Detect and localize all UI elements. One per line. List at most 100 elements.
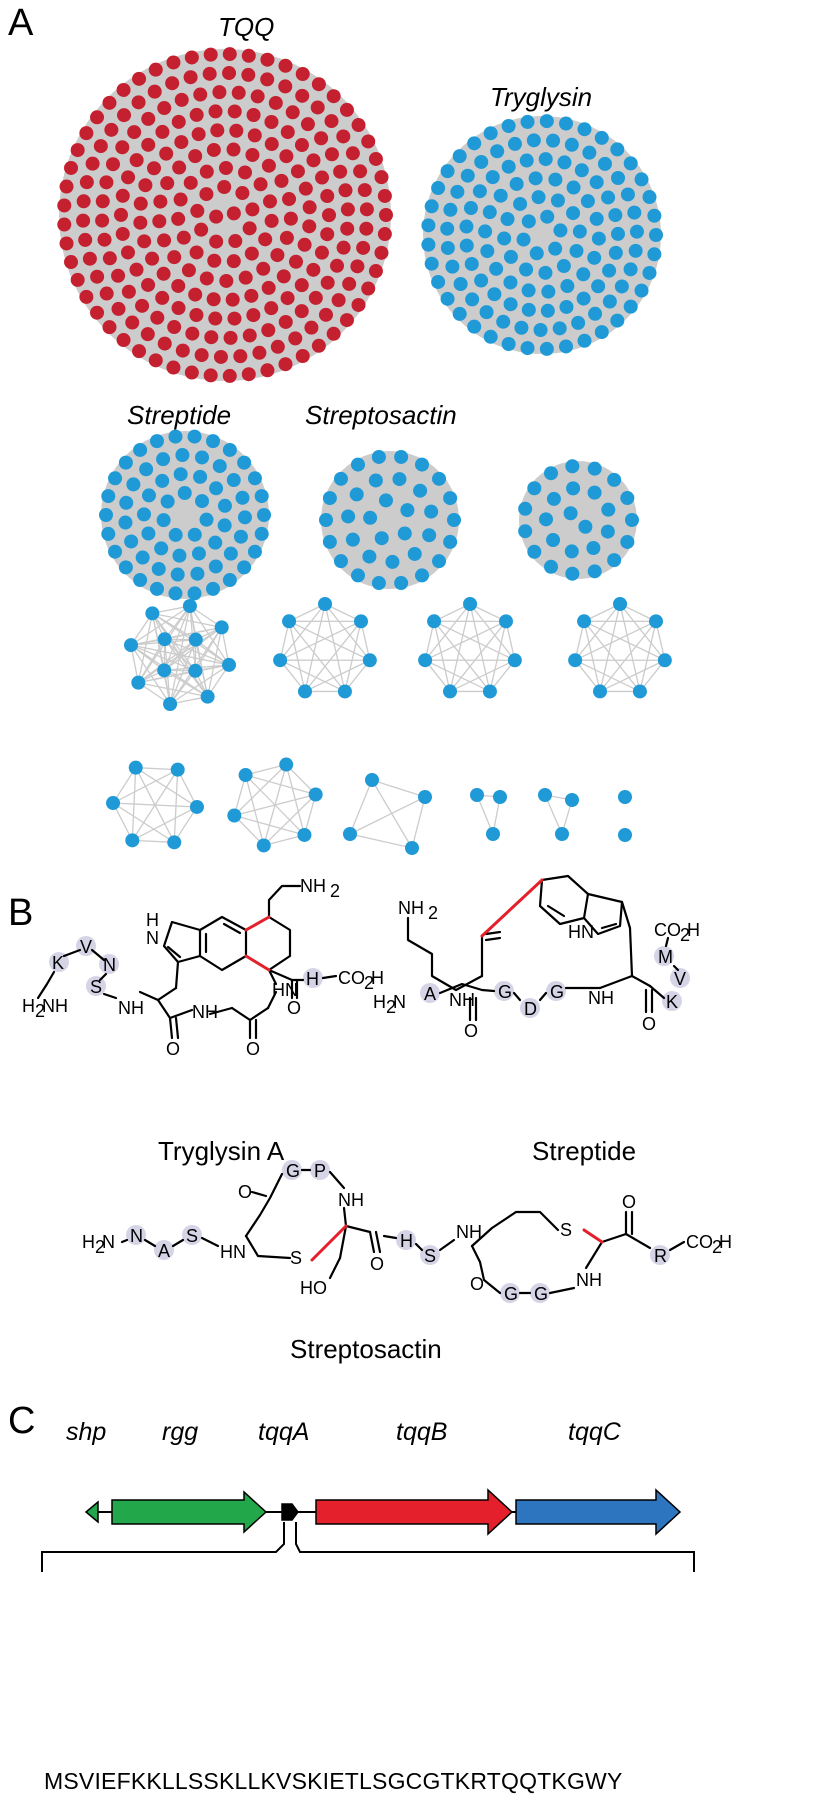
tqq-cluster-node bbox=[379, 208, 393, 222]
tqq-cluster-node bbox=[361, 134, 376, 149]
tqq-cluster-node bbox=[336, 240, 351, 255]
tryglysin-cluster-node bbox=[520, 341, 535, 356]
streptosactin-name: Streptosactin bbox=[290, 1334, 442, 1364]
cluster-8-node bbox=[482, 684, 497, 699]
cluster-7-node bbox=[337, 684, 352, 699]
svg-text:HN: HN bbox=[220, 1242, 246, 1262]
tqq-cluster-node bbox=[90, 269, 105, 284]
tryglysin-indole-nh-label: H bbox=[146, 910, 159, 930]
streptide-residue-a bbox=[420, 983, 440, 1003]
cluster-8-node bbox=[498, 614, 513, 629]
cluster-11-node bbox=[238, 768, 253, 783]
tqq-cluster-node bbox=[150, 310, 165, 325]
streptide-cluster-node bbox=[135, 550, 150, 565]
tqq-cluster-node bbox=[165, 76, 180, 91]
tryglysin-cluster-node bbox=[519, 262, 534, 277]
cluster-7-node bbox=[318, 597, 333, 611]
tqq-cluster-node bbox=[318, 307, 333, 322]
streptide-cluster-node bbox=[175, 448, 190, 463]
cluster-5-node bbox=[518, 524, 533, 539]
tqq-cluster-node bbox=[241, 67, 256, 82]
cluster-5-node bbox=[586, 541, 601, 556]
streptide-cluster-node bbox=[173, 467, 188, 482]
tqq-cluster-node bbox=[185, 326, 200, 341]
tqq-cluster-node bbox=[90, 110, 105, 125]
tryglysin-cluster-node bbox=[424, 256, 439, 271]
tryglysin-cluster-node bbox=[576, 291, 591, 306]
cluster-6-node bbox=[157, 632, 172, 647]
streptide-cluster-node bbox=[141, 488, 156, 503]
tqq-cluster-node bbox=[356, 240, 371, 255]
tryglysin-cluster-node bbox=[560, 279, 575, 294]
svg-text:2: 2 bbox=[330, 881, 340, 901]
cluster-7-node bbox=[282, 614, 297, 629]
streptide-cluster-node bbox=[257, 508, 271, 522]
cluster-11-node bbox=[227, 808, 242, 823]
svg-text:NH: NH bbox=[456, 1222, 482, 1242]
cluster-6-node bbox=[131, 675, 146, 690]
tryglysin-cluster-node bbox=[496, 314, 511, 329]
cluster-7-node bbox=[273, 653, 288, 668]
svg-text:O: O bbox=[287, 998, 301, 1018]
tqq-cluster-node bbox=[70, 143, 85, 158]
streptide-cluster-node bbox=[101, 526, 116, 541]
tqq-cluster-node bbox=[152, 214, 167, 229]
tqq-cluster-node bbox=[79, 126, 94, 141]
tryglysin-cluster-node bbox=[540, 303, 555, 318]
tqq-cluster-node bbox=[159, 146, 174, 161]
streptosactin-cluster-node bbox=[424, 504, 439, 519]
tqq-cluster-node bbox=[368, 151, 383, 166]
streptide-cluster-node bbox=[101, 489, 116, 504]
tqq-cluster-node bbox=[157, 101, 172, 116]
tqq-cluster-node bbox=[148, 353, 163, 368]
tqq-cluster-node bbox=[199, 271, 214, 286]
tryglysin-cluster-node bbox=[614, 279, 629, 294]
tqq-cluster-node bbox=[290, 164, 305, 179]
tryglysin-cluster-node bbox=[478, 224, 493, 239]
streptosactin-cluster-node bbox=[349, 487, 364, 502]
tqq-cluster-node bbox=[206, 292, 221, 307]
tqq-cluster-node bbox=[320, 275, 335, 290]
tqq-cluster-node bbox=[174, 92, 189, 107]
cluster-14-node bbox=[538, 788, 552, 802]
tqq-cluster-node bbox=[311, 338, 326, 353]
tqq-cluster-node bbox=[342, 276, 357, 291]
tqq-cluster-node bbox=[310, 100, 325, 115]
cluster-5-node bbox=[544, 559, 558, 574]
svg-text:S: S bbox=[290, 1248, 302, 1268]
tryglysin-cluster-node bbox=[627, 205, 642, 220]
tqq-cluster-node bbox=[208, 104, 223, 119]
tqq-cluster-node bbox=[264, 114, 279, 129]
tqq-cluster-node bbox=[181, 263, 196, 278]
tryglysin-cluster-node bbox=[591, 231, 606, 246]
cluster-8-node bbox=[443, 684, 458, 699]
tqq-cluster-node bbox=[278, 314, 293, 329]
streptosactin-cluster-node bbox=[400, 503, 415, 518]
tqq-cluster-node bbox=[148, 62, 163, 77]
tryglysin-cluster-node bbox=[465, 292, 480, 307]
tryglysin-cluster-node bbox=[529, 246, 544, 261]
cluster-6-node bbox=[123, 638, 138, 653]
tqq-cluster-node bbox=[377, 188, 392, 203]
tqq-cluster-node bbox=[226, 206, 241, 221]
gene-label-tqqb: tqqB bbox=[396, 1418, 448, 1446]
tqq-cluster-node bbox=[261, 323, 276, 338]
streptide-cluster-node bbox=[155, 473, 170, 488]
tqq-cluster-node bbox=[171, 278, 186, 293]
tqq-cluster-node bbox=[102, 251, 117, 266]
streptosactin-h2n-label: H bbox=[82, 1232, 95, 1252]
streptosactin-cluster-node bbox=[415, 568, 429, 583]
tqq-cluster-node bbox=[306, 153, 321, 168]
streptide-cluster-node bbox=[154, 541, 169, 556]
tryglysin-cluster-node bbox=[507, 136, 522, 151]
tqq-cluster-node bbox=[306, 262, 321, 277]
tqq-cluster-node bbox=[173, 192, 188, 207]
tqq-cluster-node bbox=[359, 202, 374, 217]
tqq-cluster-node bbox=[160, 176, 175, 191]
streptosactin-co2h-label: CO bbox=[686, 1232, 713, 1252]
tqq-cluster-node bbox=[260, 363, 275, 378]
tqq-cluster-node bbox=[295, 88, 310, 103]
svg-text:NH: NH bbox=[338, 1190, 364, 1210]
tqq-cluster-node bbox=[57, 217, 72, 232]
tqq-cluster-node bbox=[189, 245, 204, 260]
